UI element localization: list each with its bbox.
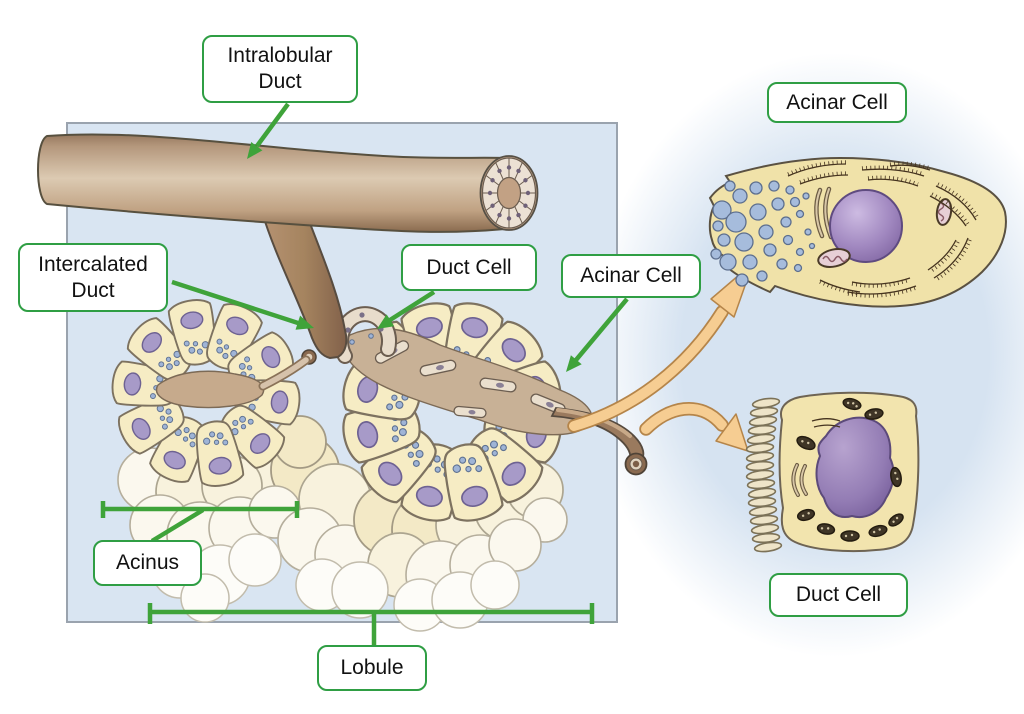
intercalated-duct-cells [374, 340, 566, 419]
arrow-acinar-cell [566, 297, 629, 372]
mitochondrion [817, 198, 953, 268]
acinar-cell-illustration [708, 156, 1007, 308]
acinus-bracket [100, 501, 300, 543]
intralobular-duct-tube [37, 133, 506, 233]
label-intralobular-duct: Intralobular Duct [202, 35, 358, 103]
right-panel-backdrop [587, 53, 1024, 657]
label-acinus: Acinus [93, 540, 202, 586]
label-intercalated-duct: Intercalated Duct [18, 243, 168, 312]
arrow-intercalated-duct [171, 279, 314, 330]
duct-nucleus [815, 416, 895, 518]
label-duct-cell-detail: Duct Cell [769, 573, 908, 617]
rough-er [787, 160, 980, 298]
left-acinus-lumen [155, 370, 265, 409]
arrow-duct-cell [377, 290, 436, 329]
arrow-intralobular-duct [247, 102, 290, 159]
label-acinar-cell-detail: Acinar Cell [767, 82, 907, 123]
label-lobule: Lobule [317, 645, 427, 691]
magnify-arrow-duct [639, 402, 749, 452]
duct-cross-section [479, 155, 539, 231]
acinar-nucleus [829, 189, 903, 263]
microvilli [745, 397, 783, 553]
duct-cell-mitochondria [796, 397, 904, 542]
label-acinar-cell: Acinar Cell [561, 254, 701, 298]
branch-duct [260, 210, 348, 360]
branch-duct-end [258, 349, 317, 391]
duct-cell-er-golgi [791, 418, 841, 497]
zymogen-granules [710, 180, 816, 287]
duct-cell-illustration [745, 391, 920, 553]
label-duct-cell: Duct Cell [401, 244, 537, 291]
lobule-bracket [147, 603, 595, 647]
pointer-arrows [171, 102, 629, 372]
golgi-apparatus [814, 186, 834, 240]
